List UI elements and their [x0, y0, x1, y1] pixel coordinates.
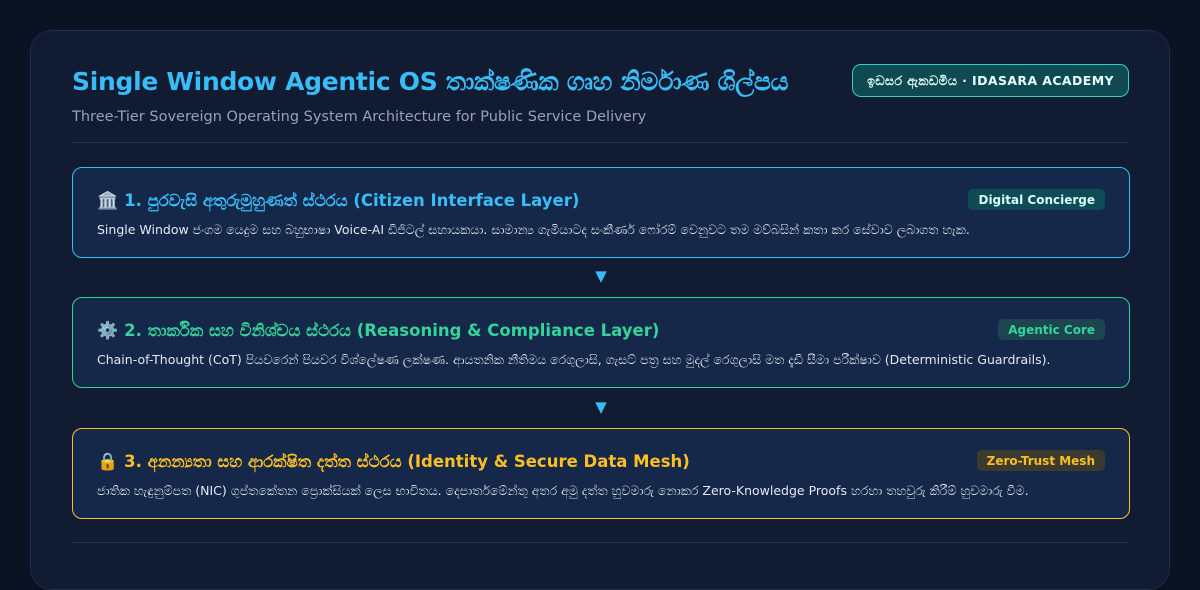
- layer-title: 2. තාර්කික සහ විනිශ්චය ස්ථරය (Reasoning …: [124, 321, 660, 340]
- footer-divider: [72, 542, 1129, 543]
- reasoning-compliance-layer-card: ⚙️ 2. තාර්කික සහ විනිශ්චය ස්ථරය (Reasoni…: [72, 297, 1130, 388]
- classical-building-icon: 🏛️: [97, 191, 119, 211]
- layer-tag: Digital Concierge: [968, 189, 1105, 210]
- layer-description: Single Window ජංගම යෙදුම සහ බහුභාෂා Voic…: [97, 222, 970, 237]
- architecture-panel: Single Window Agentic OS තාක්ෂණික ගෘහ නි…: [30, 30, 1170, 590]
- layer-description: ජාතික හැඳුනුම්පත (NIC) ගුප්තකේතන ප්‍රොක්…: [97, 483, 1029, 498]
- academy-badge: ඉඩසර ඇකඩමිය · IDASARA ACADEMY: [852, 64, 1129, 97]
- layer-title: 1. පුරවැසි අතුරුමුහුණත් ස්ථරය (Citizen I…: [124, 191, 580, 210]
- layer-tag: Zero-Trust Mesh: [976, 450, 1105, 471]
- layer-heading: 🏛️ 1. පුරවැසි අතුරුමුහුණත් ස්ථරය (Citize…: [97, 191, 579, 211]
- layer-heading: ⚙️ 2. තාර්කික සහ විනිශ්චය ස්ථරය (Reasoni…: [97, 321, 659, 341]
- lock-icon: 🔒: [97, 452, 119, 472]
- layer-tag: Agentic Core: [998, 319, 1105, 340]
- page-subtitle: Three-Tier Sovereign Operating System Ar…: [72, 109, 647, 125]
- down-arrow-icon: ▼: [595, 267, 607, 285]
- layer-heading: 🔒 3. අනන්‍යතා සහ ආරක්ෂිත දත්ත ස්ථරය (Ide…: [97, 452, 690, 472]
- layer-description: Chain-of-Thought (CoT) පියවරෙන් පියවර වි…: [97, 352, 1051, 367]
- page-title: Single Window Agentic OS තාක්ෂණික ගෘහ නි…: [72, 67, 789, 96]
- header-divider: [72, 142, 1129, 143]
- gear-icon: ⚙️: [97, 321, 119, 341]
- identity-data-mesh-layer-card: 🔒 3. අනන්‍යතා සහ ආරක්ෂිත දත්ත ස්ථරය (Ide…: [72, 428, 1130, 519]
- down-arrow-icon: ▼: [595, 398, 607, 416]
- citizen-interface-layer-card: 🏛️ 1. පුරවැසි අතුරුමුහුණත් ස්ථරය (Citize…: [72, 167, 1130, 258]
- layer-title: 3. අනන්‍යතා සහ ආරක්ෂිත දත්ත ස්ථරය (Ident…: [124, 452, 690, 471]
